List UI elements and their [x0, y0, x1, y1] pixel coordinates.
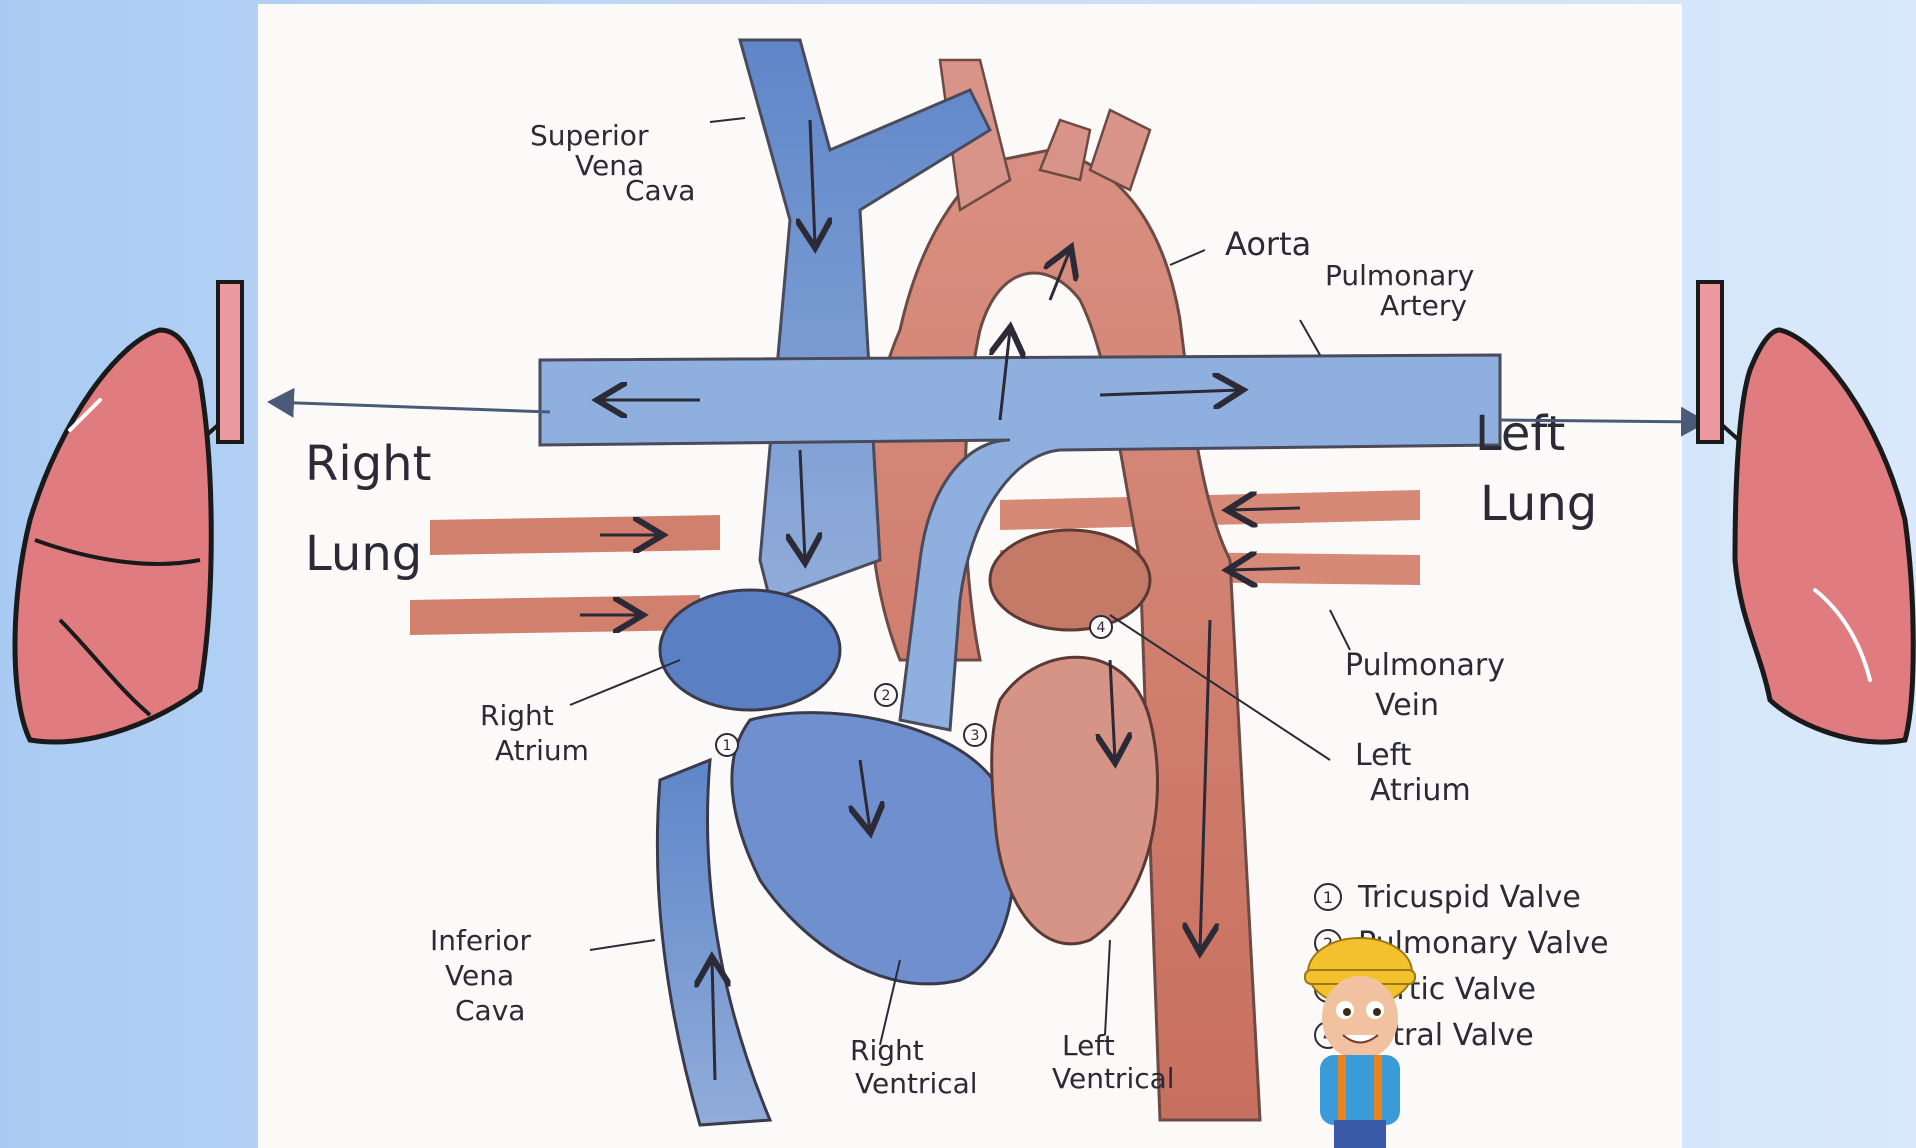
svg-text:Vein: Vein — [1375, 688, 1439, 723]
svg-text:Cava: Cava — [625, 174, 695, 207]
label-right-atrium: Right Atrium — [480, 699, 589, 767]
label-left-lung: Left Lung — [1475, 406, 1597, 532]
legend-item: 1 Tricuspid Valve — [1315, 880, 1581, 915]
svg-text:Artery: Artery — [1380, 289, 1467, 322]
arrow-to-left-lung — [1500, 420, 1705, 422]
svg-text:Inferior: Inferior — [430, 924, 532, 957]
svg-text:Lung: Lung — [305, 526, 422, 582]
svg-text:Cava: Cava — [455, 994, 525, 1027]
right-ventricle — [732, 713, 1014, 984]
right-lung-icon — [15, 282, 242, 742]
valve-marker-1: 1 — [716, 734, 738, 756]
label-left-atrium: Left Atrium — [1355, 738, 1471, 808]
label-pulmonary-vein: Pulmonary Vein — [1345, 648, 1505, 723]
label-aorta: Aorta — [1225, 225, 1311, 263]
arrow-to-right-lung — [270, 402, 550, 412]
svg-text:Pulmonary: Pulmonary — [1325, 259, 1474, 292]
svg-text:Right: Right — [305, 436, 431, 492]
label-right-ventricle: Right Ventrical — [850, 1034, 978, 1100]
svg-text:Lung: Lung — [1480, 476, 1597, 532]
label-right-lung: Right Lung — [305, 436, 431, 582]
svg-text:Left: Left — [1062, 1029, 1115, 1062]
left-atrium — [990, 530, 1150, 630]
label-inferior-vena-cava: Inferior Vena Cava — [430, 924, 532, 1027]
svg-text:Superior: Superior — [530, 119, 649, 152]
svg-text:Atrium: Atrium — [495, 734, 589, 767]
label-superior-vena-cava: Superior Vena Cava — [530, 119, 695, 207]
svg-text:Tricuspid Valve: Tricuspid Valve — [1357, 880, 1581, 915]
svg-text:Atrium: Atrium — [1370, 773, 1471, 808]
svg-text:Ventrical: Ventrical — [1052, 1062, 1175, 1095]
svg-text:Right: Right — [850, 1034, 924, 1067]
svg-text:1: 1 — [723, 738, 732, 754]
valve-marker-3: 3 — [964, 724, 986, 746]
svg-text:Vena: Vena — [445, 959, 514, 992]
svg-text:Ventrical: Ventrical — [855, 1067, 978, 1100]
svg-text:3: 3 — [971, 728, 980, 744]
svg-text:2: 2 — [882, 688, 891, 704]
valve-marker-4: 4 — [1090, 616, 1112, 638]
left-lung-icon — [1698, 282, 1913, 742]
svg-text:4: 4 — [1097, 620, 1106, 636]
valve-marker-2: 2 — [875, 684, 897, 706]
svg-text:Pulmonary: Pulmonary — [1345, 648, 1505, 683]
svg-text:Left: Left — [1475, 406, 1565, 462]
svg-text:1: 1 — [1323, 888, 1333, 907]
svg-text:Right: Right — [480, 699, 554, 732]
svg-text:Left: Left — [1355, 738, 1412, 773]
right-atrium — [660, 590, 840, 710]
left-ventricle — [992, 657, 1158, 944]
label-pulmonary-artery: Pulmonary Artery — [1325, 259, 1474, 322]
